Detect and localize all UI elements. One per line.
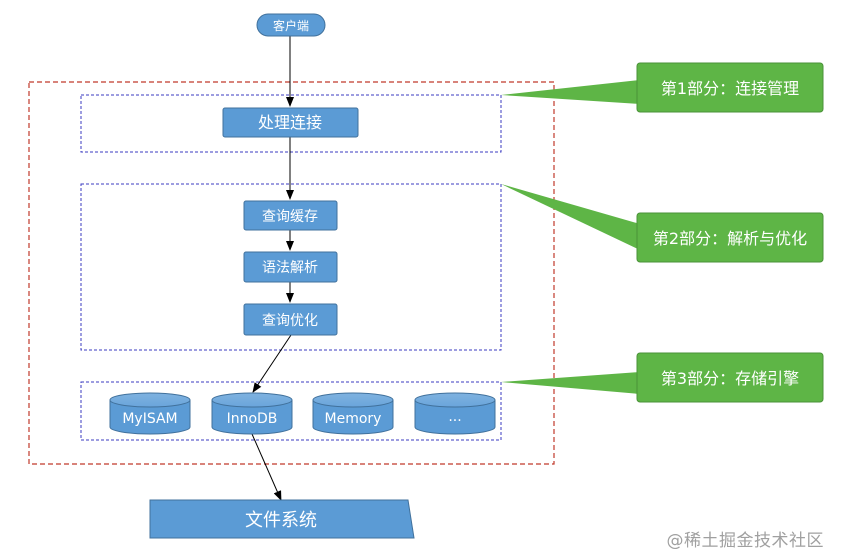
callout-2-pointer — [501, 184, 640, 250]
callout-1-pointer — [501, 80, 640, 104]
query-cache-label: 查询缓存 — [262, 209, 318, 225]
engine-memory: Memory — [312, 392, 394, 435]
engine-myisam: MyISAM — [109, 392, 191, 435]
query-optimize-box — [243, 303, 338, 336]
engine-more: ... — [414, 392, 496, 435]
callout-1-box — [636, 62, 824, 113]
client-label: 客户端 — [273, 18, 309, 33]
callout-1-label: 第1部分：连接管理 — [661, 79, 799, 98]
callout-2-box — [636, 212, 824, 263]
section-3-frame — [80, 381, 502, 441]
engine-memory-label: Memory — [325, 411, 382, 427]
syntax-parse-box — [243, 251, 338, 283]
filesystem-box — [149, 499, 415, 539]
engine-more-label: ... — [448, 409, 461, 425]
arrow-innodb-to-filesystem — [251, 433, 282, 501]
server-outer-frame — [28, 81, 555, 465]
arrow-optimize-to-innodb — [252, 334, 292, 393]
section-2-frame — [80, 183, 502, 351]
connection-handling-box — [222, 107, 359, 138]
section-1-frame — [80, 94, 502, 153]
query-cache-box — [243, 200, 338, 231]
callout-3-pointer — [501, 372, 640, 394]
watermark: @稀土掘金技术社区 — [666, 531, 824, 551]
filesystem-label: 文件系统 — [245, 510, 317, 531]
engine-myisam-label: MyISAM — [122, 411, 177, 427]
callout-2-label: 第2部分：解析与优化 — [653, 229, 807, 248]
connection-handling-label: 处理连接 — [258, 113, 322, 132]
query-optimize-label: 查询优化 — [262, 313, 318, 329]
client-node — [256, 13, 326, 37]
callout-3-box — [636, 352, 824, 403]
syntax-parse-label: 语法解析 — [262, 260, 318, 276]
engine-innodb-label: InnoDB — [227, 411, 278, 427]
engine-innodb: InnoDB — [211, 392, 293, 435]
callout-3-label: 第3部分：存储引擎 — [661, 369, 799, 388]
